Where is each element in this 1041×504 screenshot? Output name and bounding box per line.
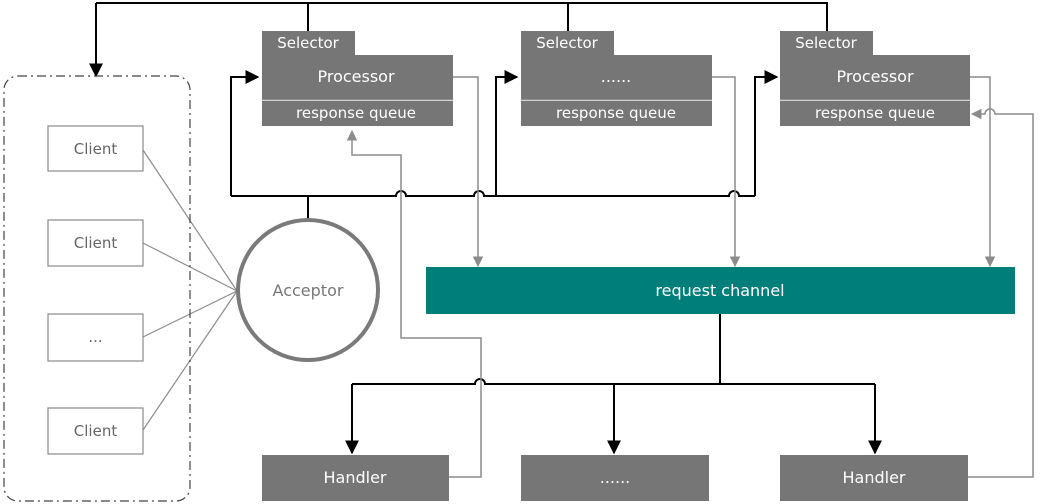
selector-label: Selector — [277, 34, 339, 52]
processor-label: ...... — [601, 67, 632, 86]
client-label: Client — [74, 422, 118, 440]
processor-2[interactable]: Selector ...... response queue — [521, 31, 712, 126]
selector-tab — [262, 31, 355, 55]
handler-1[interactable]: Handler — [262, 455, 449, 501]
handler-1-to-response-queue-1 — [346, 129, 482, 478]
client-box[interactable]: Client — [47, 125, 144, 172]
request-channel-label: request channel — [655, 281, 784, 300]
response-queue — [262, 101, 453, 126]
handler-distribution-bus — [352, 378, 875, 385]
processor-1-to-channel — [453, 76, 484, 268]
handler-label: Handler — [324, 468, 387, 487]
processor-label: Processor — [836, 67, 913, 86]
acceptor-label: Acceptor — [273, 281, 344, 300]
client-label: ... — [88, 328, 102, 346]
response-queue-label: response queue — [815, 104, 935, 122]
handler-label: Handler — [843, 468, 906, 487]
client-box[interactable]: Client — [47, 407, 144, 455]
client-label: Client — [74, 234, 118, 252]
request-channel[interactable]: request channel — [426, 267, 1015, 314]
selector-top-bus — [307, 2, 828, 31]
response-queue — [521, 101, 712, 126]
response-queue-label: response queue — [556, 104, 676, 122]
handler-2[interactable]: ...... — [521, 455, 709, 501]
client-label: Client — [74, 140, 118, 158]
selector-label: Selector — [536, 34, 598, 52]
processor-3[interactable]: Selector Processor response queue — [780, 31, 970, 126]
processor-3-to-channel — [970, 76, 996, 268]
selector-label: Selector — [795, 34, 857, 52]
processor-label: Processor — [317, 67, 394, 86]
response-queue — [780, 101, 970, 126]
acceptor-distribution-bus — [231, 190, 755, 197]
client-group: Client Client ... Client — [3, 75, 191, 502]
bus-to-processor-1 — [230, 70, 260, 196]
handler-3-to-response-queue-3 — [968, 108, 1034, 478]
processor-1[interactable]: Selector Processor response queue — [262, 31, 453, 126]
processor-box — [521, 55, 712, 100]
client-box[interactable]: ... — [47, 313, 144, 362]
selector-tab — [780, 31, 873, 55]
acceptor-node[interactable]: Acceptor — [236, 218, 380, 362]
bus-to-processor-2 — [495, 70, 519, 196]
processor-box — [780, 55, 970, 100]
client-box[interactable]: Client — [47, 219, 144, 267]
processor-2-to-channel — [712, 76, 741, 268]
handler-label: ...... — [600, 468, 631, 487]
connectors — [96, 2, 1034, 478]
bus-to-processor-3 — [754, 70, 779, 196]
client-group-border — [3, 75, 191, 502]
bus-to-clients-arrow — [96, 2, 308, 76]
selector-tab — [521, 31, 614, 55]
processor-box — [262, 55, 453, 100]
response-queue-label: response queue — [296, 104, 416, 122]
handler-3[interactable]: Handler — [780, 455, 968, 501]
